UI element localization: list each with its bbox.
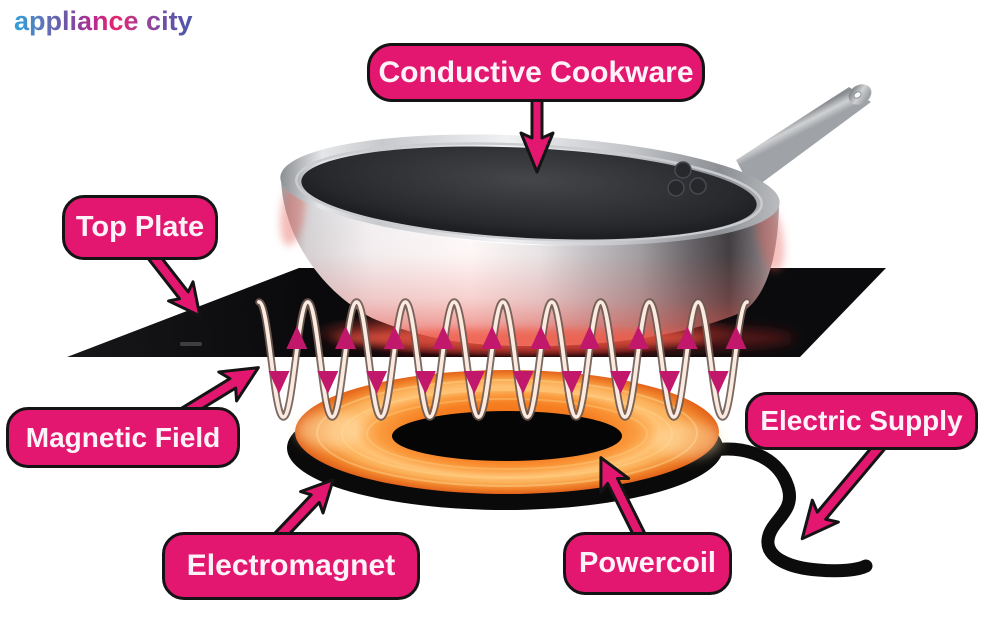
- callout-arrows: [144, 94, 886, 546]
- powercoil-arrow: [599, 456, 649, 544]
- field-arrow-down: [561, 371, 583, 394]
- field-arrow-down: [268, 371, 290, 394]
- field-arrow-down: [512, 371, 534, 394]
- field-arrow-down: [414, 371, 436, 394]
- field-arrow-down: [610, 371, 632, 394]
- label-top-plate: Top Plate: [62, 195, 218, 260]
- pan-rivet: [674, 161, 692, 179]
- coil-glow-highlight: [296, 412, 364, 448]
- pan-rivet: [667, 179, 685, 197]
- coil-turn-ring: [366, 398, 648, 470]
- coil-center-hole: [392, 411, 622, 461]
- conductive-cookware-arrow: [519, 94, 555, 174]
- label-powercoil: Powercoil: [563, 532, 732, 595]
- pan-handle-hole: [853, 91, 862, 99]
- hob-brand-mark: [180, 342, 202, 346]
- field-arrow-up: [627, 326, 649, 349]
- field-arrow-down: [463, 371, 485, 394]
- power-cable: [683, 442, 873, 578]
- field-arrow-up: [676, 326, 698, 349]
- field-arrow-up: [579, 326, 601, 349]
- magnetic-field-waves: [255, 298, 751, 421]
- label-electromagnet: Electromagnet: [162, 532, 420, 600]
- label-conductive-cookware: Conductive Cookware: [367, 43, 705, 102]
- coil-glow-highlight: [654, 422, 722, 458]
- field-wave-line: [257, 300, 749, 419]
- pan-interior: [301, 146, 757, 240]
- field-arrow-up: [286, 326, 308, 349]
- top-plate-arrow: [144, 247, 202, 318]
- field-arrow-up: [530, 326, 552, 349]
- field-arrow-down: [317, 371, 339, 394]
- field-arrow-down: [658, 371, 680, 394]
- pan-handle: [736, 87, 871, 190]
- field-arrow-up: [335, 326, 357, 349]
- field-arrow-down: [366, 371, 388, 394]
- field-arrows: [268, 326, 747, 394]
- electric-supply-arrow: [800, 440, 886, 541]
- field-arrow-down: [707, 371, 729, 394]
- field-arrow-up: [481, 326, 503, 349]
- field-arrow-up: [725, 326, 747, 349]
- pan-bottom-red-edge: [337, 329, 707, 347]
- field-arrow-up: [432, 326, 454, 349]
- field-arrow-up: [383, 326, 405, 349]
- label-magnetic-field: Magnetic Field: [6, 407, 240, 468]
- pan-rivet: [689, 177, 707, 195]
- label-electric-supply: Electric Supply: [745, 392, 978, 450]
- appliance-city-logo: appliance city: [14, 6, 193, 36]
